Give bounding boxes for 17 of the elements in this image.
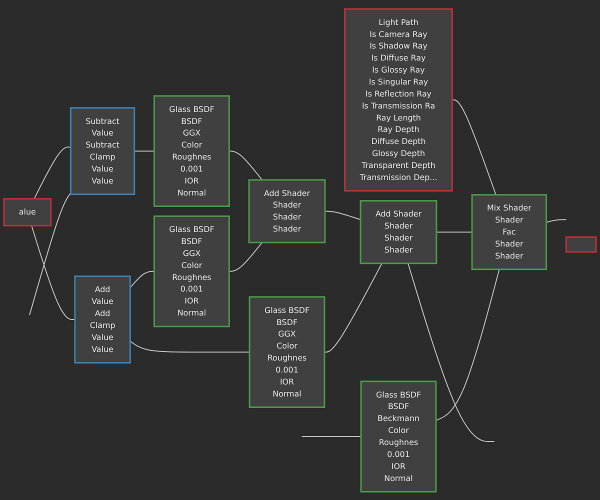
connector	[452, 99, 496, 195]
node-box	[565, 236, 597, 252]
connector	[31, 224, 76, 320]
connector	[130, 340, 250, 352]
connector	[324, 262, 382, 352]
connector	[130, 270, 155, 288]
connector	[436, 231, 473, 232]
connector	[546, 218, 567, 222]
connector	[134, 150, 155, 152]
connector	[29, 192, 72, 316]
connector	[301, 436, 362, 437]
connector	[324, 210, 362, 220]
connector	[34, 146, 72, 199]
connector	[408, 262, 495, 442]
connector	[228, 242, 263, 272]
connector	[228, 150, 263, 180]
connector	[435, 268, 500, 421]
